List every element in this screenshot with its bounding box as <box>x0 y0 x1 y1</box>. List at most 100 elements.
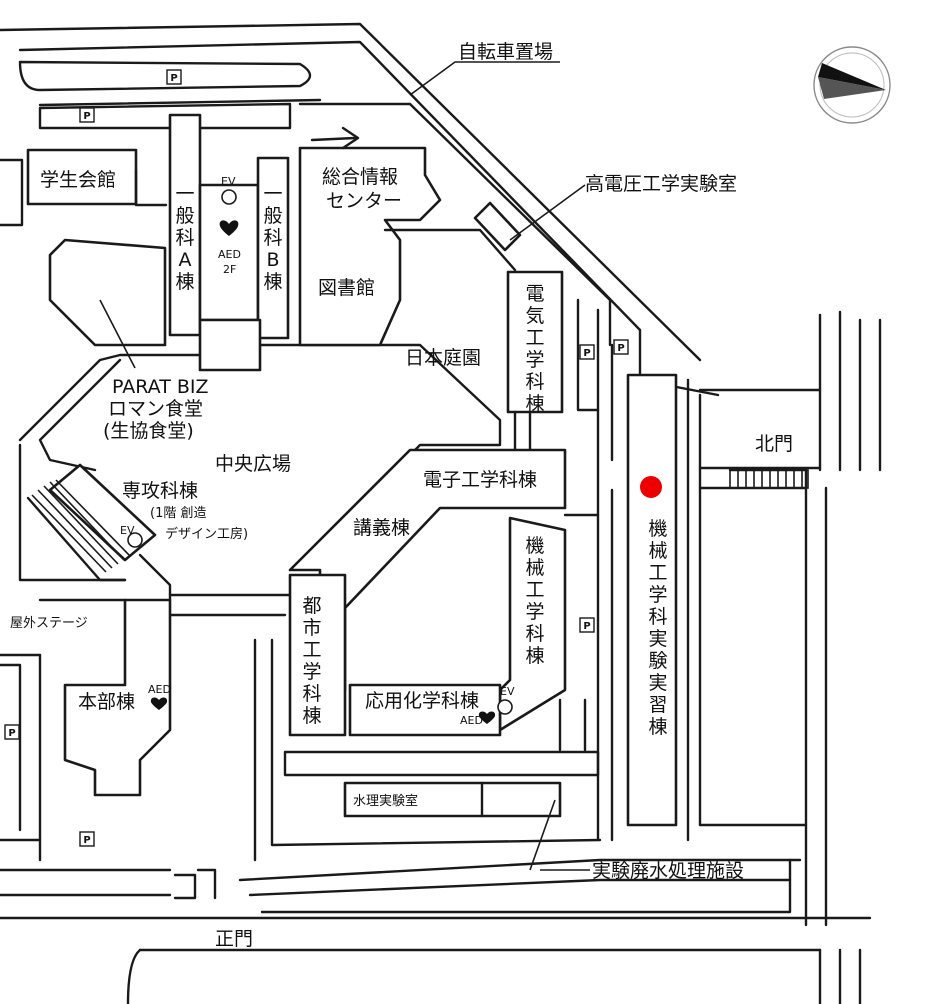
svg-text:機: 機 <box>648 518 667 540</box>
svg-text:実: 実 <box>648 628 667 650</box>
student-hall-label: 学生会館 <box>40 169 116 191</box>
aed-2f-label: AED <box>218 248 241 261</box>
svg-text:科: 科 <box>648 606 667 628</box>
parking-signs: P P P P P P P <box>4 69 629 847</box>
mechanical-lab-label: 機 械 工 学 科 実 験 実 習 棟 <box>648 518 667 738</box>
svg-text:電: 電 <box>525 283 544 305</box>
stage-steps <box>26 479 131 582</box>
parking-sign-icon: P <box>79 831 95 847</box>
svg-text:工: 工 <box>525 327 544 349</box>
svg-text:A: A <box>179 249 192 271</box>
hydraulics-lab-label: 水理実験室 <box>353 793 418 809</box>
svg-text:学: 学 <box>525 601 544 623</box>
urban-engineering-building[interactable] <box>288 573 347 737</box>
parking-sign-icon: P <box>79 107 95 123</box>
svg-text:科: 科 <box>525 623 544 645</box>
north-gate-hatch <box>729 469 809 489</box>
svg-text:科: 科 <box>302 683 321 705</box>
urban-engineering-label: 都 市 工 学 科 棟 <box>302 595 321 727</box>
mechanical-label: 機 械 工 学 科 棟 <box>525 535 544 667</box>
parking-sign-icon: P <box>166 69 182 85</box>
main-building-label: 本部棟 <box>78 691 135 713</box>
map-labels: 自転車置場 高電圧工学実験室 学生会館 一 般 科 A 棟 一 般 科 B 棟 … <box>10 41 793 950</box>
svg-text:B: B <box>266 249 279 271</box>
applied-chemistry-label: 応用化学科棟 <box>365 690 479 712</box>
svg-text:P: P <box>583 621 590 632</box>
svg-text:P: P <box>83 835 90 846</box>
arrow-right-icon <box>310 126 360 150</box>
lecture-label: 講義棟 <box>353 517 410 539</box>
buildings <box>0 61 678 871</box>
high-voltage-lab-building[interactable] <box>473 201 522 252</box>
parking-sign-icon: P <box>613 339 629 355</box>
svg-text:科: 科 <box>263 227 282 249</box>
svg-text:P: P <box>170 73 177 84</box>
electrical-label: 電 気 工 学 科 棟 <box>525 283 544 415</box>
svg-text:般: 般 <box>263 205 282 227</box>
applied-chemistry-building[interactable] <box>348 683 502 737</box>
parat-biz-label: PARAT BIZ <box>112 376 209 398</box>
svg-text:都: 都 <box>302 595 321 617</box>
senko-label-2: (1階 創造 <box>150 506 206 521</box>
aed-chem-label: AED <box>460 714 483 727</box>
outdoor-stage-label: 屋外ステージ <box>10 616 88 631</box>
wastewater-label: 実験廃水処理施設 <box>592 860 744 882</box>
heart-icon <box>478 711 496 724</box>
heart-icon <box>219 220 239 236</box>
parat-biz-building[interactable] <box>48 238 167 347</box>
svg-text:実: 実 <box>648 672 667 694</box>
senko-label-3: デザイン工房) <box>165 526 248 542</box>
svg-text:棟: 棟 <box>525 645 544 667</box>
svg-text:習: 習 <box>648 694 667 716</box>
central-plaza-label: 中央広場 <box>215 453 291 475</box>
info-center-label-1: 総合情報 <box>322 166 398 188</box>
red-dot-marker-icon <box>640 476 662 498</box>
library-label: 図書館 <box>318 277 375 299</box>
aed-2f-floor-label: 2F <box>223 263 236 276</box>
info-center-building[interactable] <box>298 146 442 347</box>
svg-text:科: 科 <box>175 227 194 249</box>
svg-text:械: 械 <box>525 557 544 579</box>
svg-text:棟: 棟 <box>263 271 282 293</box>
aed-main-label: AED <box>148 683 171 696</box>
svg-text:械: 械 <box>648 540 667 562</box>
heart-icon <box>150 697 168 710</box>
svg-text:機: 機 <box>525 535 544 557</box>
svg-text:P: P <box>583 348 590 359</box>
parking-sign-icon: P <box>4 724 20 740</box>
electrical-building[interactable] <box>506 270 564 414</box>
svg-text:棟: 棟 <box>175 271 194 293</box>
parking-sign-icon: P <box>579 617 595 633</box>
high-voltage-lab-label: 高電圧工学実験室 <box>585 173 737 195</box>
general-b-label: 一 般 科 B 棟 <box>263 183 282 293</box>
north-arrow-icon <box>813 46 891 124</box>
coop-cafeteria-label: (生協食堂) <box>103 420 194 442</box>
svg-text:学: 学 <box>648 584 667 606</box>
svg-text:P: P <box>83 111 90 122</box>
north-gate-label: 北門 <box>755 433 793 455</box>
circle-icon <box>127 532 143 548</box>
svg-text:一: 一 <box>175 183 194 205</box>
general-a-label: 一 般 科 A 棟 <box>175 183 194 293</box>
svg-text:棟: 棟 <box>302 705 321 727</box>
mechanical-lab-building[interactable] <box>626 373 678 827</box>
ev-label-top: EV <box>221 175 236 188</box>
svg-text:市: 市 <box>302 617 321 639</box>
svg-text:般: 般 <box>175 205 194 227</box>
info-center-label-2: センター <box>326 190 402 212</box>
hydraulics-lab-building[interactable] <box>343 781 562 818</box>
svg-text:一: 一 <box>263 183 282 205</box>
general-b-building[interactable] <box>256 156 290 340</box>
electronics-label: 電子工学科棟 <box>423 469 537 491</box>
circle-icon <box>221 189 237 205</box>
svg-text:工: 工 <box>525 579 544 601</box>
ev-label-chem: EV <box>500 685 515 698</box>
main-building[interactable] <box>63 598 172 797</box>
svg-text:棟: 棟 <box>525 393 544 415</box>
svg-text:気: 気 <box>525 305 544 327</box>
svg-text:棟: 棟 <box>648 716 667 738</box>
ev-label-senko: EV <box>120 524 135 537</box>
svg-text:学: 学 <box>525 349 544 371</box>
svg-text:工: 工 <box>648 562 667 584</box>
student-hall-building[interactable] <box>26 148 138 206</box>
